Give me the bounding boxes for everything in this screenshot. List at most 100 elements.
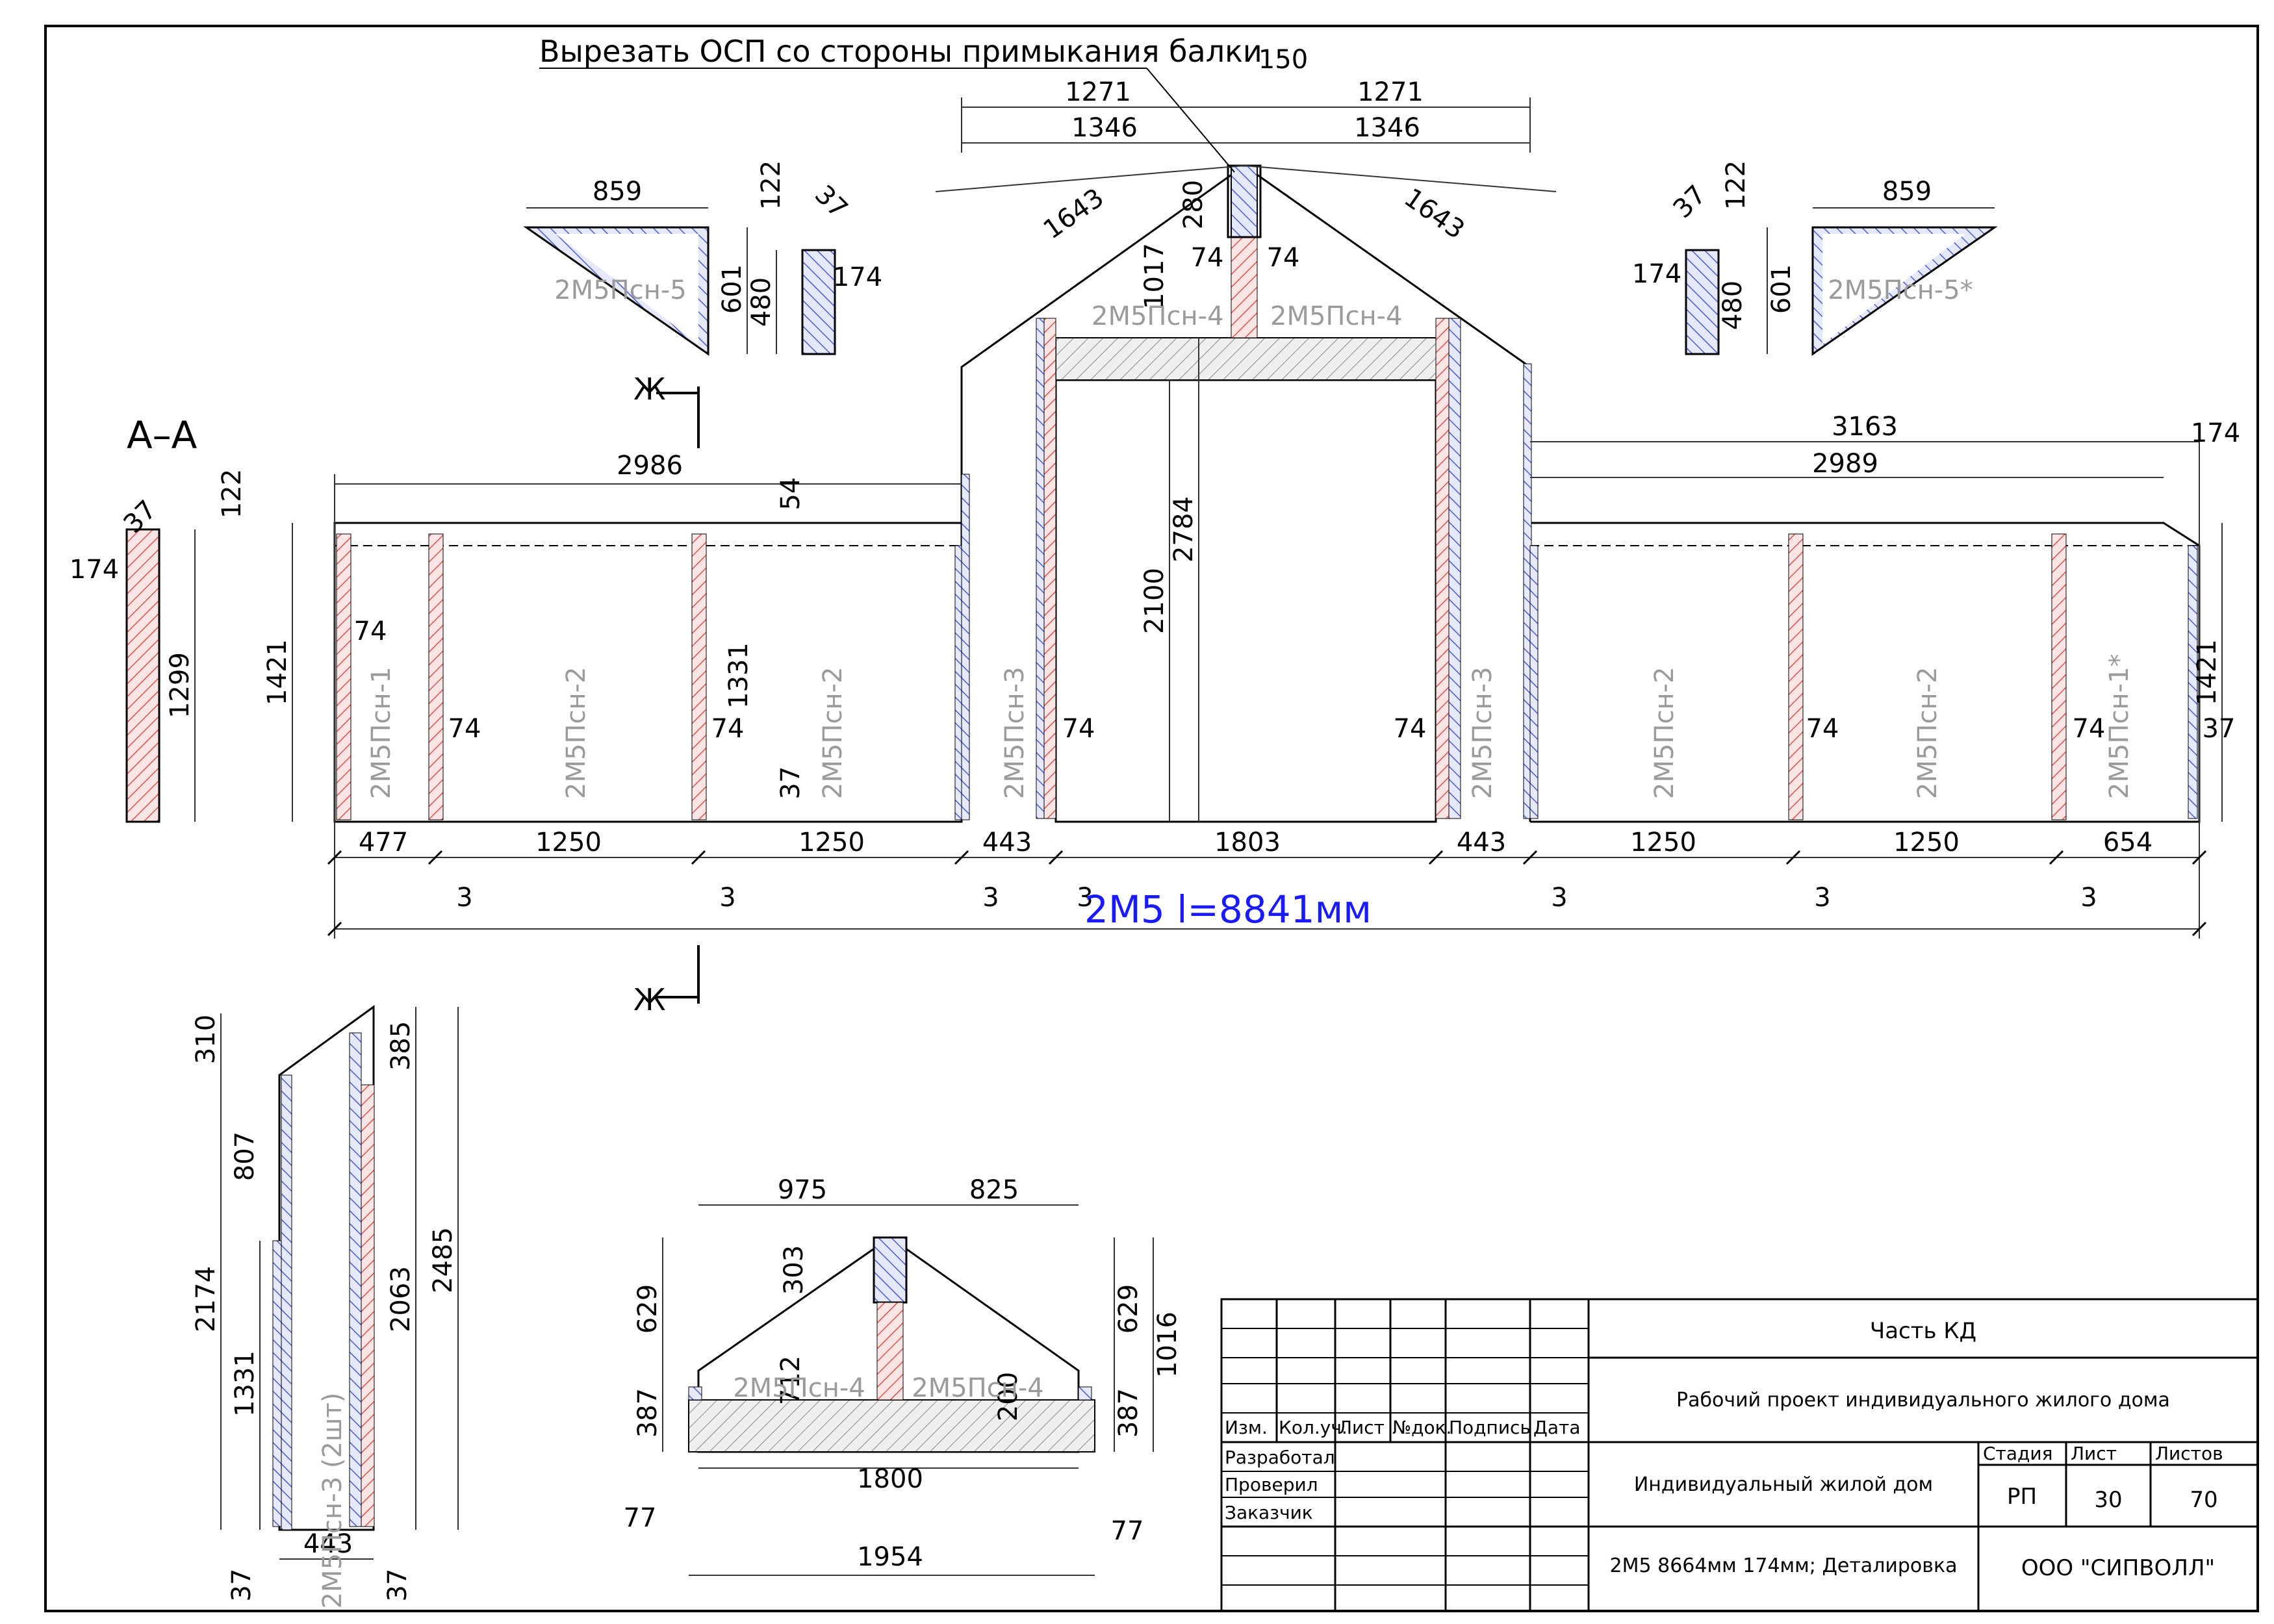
dim-text: 74 — [354, 616, 387, 646]
dim-text: 1331 — [724, 642, 754, 709]
dim-text: 2784 — [1169, 496, 1199, 563]
dim-text: 122 — [217, 469, 247, 518]
dim-text: 859 — [593, 177, 642, 207]
panel-label: 2М5Псн-4 — [1270, 301, 1403, 331]
panel-label: 2М5Псн-1* — [2104, 653, 2134, 799]
section-marker — [656, 387, 700, 1004]
dim-text: 443 — [1457, 828, 1506, 857]
dim-text: 74 — [1191, 243, 1224, 273]
dim-text: 74 — [2073, 714, 2106, 744]
gap-text: 3 — [1551, 883, 1567, 913]
dim-text: 654 — [2103, 828, 2153, 857]
dim-text: 825 — [969, 1175, 1019, 1205]
tb-project: Рабочий проект индивидуального жилого до… — [1676, 1389, 2170, 1412]
dim-text: 2485 — [428, 1227, 458, 1293]
dimension-lines — [292, 97, 2223, 939]
dim-text: 200 — [993, 1372, 1023, 1421]
panel-label: 2М5Псн-4 — [1092, 301, 1224, 331]
dim-text: 443 — [982, 828, 1032, 857]
dim-text: 2174 — [191, 1266, 221, 1332]
gap-text: 3 — [456, 883, 472, 913]
total-length-label: 2М5 l=8841мм — [1084, 887, 1372, 932]
dim-text: 150 — [1258, 45, 1308, 75]
dim-text: 303 — [779, 1245, 809, 1295]
dim-text: 37 — [227, 1569, 257, 1602]
panel-label: 2М5Псн-4 — [912, 1373, 1044, 1403]
tb-row-label: Заказчик — [1225, 1502, 1313, 1523]
dim-text: 37 — [1668, 180, 1713, 225]
dim-text: 480 — [1718, 281, 1748, 330]
panel-label: 2М5Псн-2 — [1913, 666, 1943, 799]
dim-text: 1016 — [1153, 1312, 1182, 1378]
tb-object: Индивидуальный жилой дом — [1634, 1473, 1933, 1496]
dim-text: 74 — [1806, 714, 1839, 744]
dim-text: 77 — [1111, 1516, 1144, 1546]
dim-text: 480 — [747, 277, 776, 327]
dim-text: 1346 — [1354, 113, 1420, 143]
ridge-post-top — [1231, 165, 1258, 238]
dim-text: 629 — [633, 1284, 663, 1334]
tb-header: Лист — [1338, 1417, 1385, 1438]
tb-sheet: 30 — [2094, 1487, 2122, 1513]
gap-text: 3 — [1814, 883, 1830, 913]
section-marker-text: Ж — [633, 982, 666, 1017]
dimension-texts: 477 1250 1250 443 1803 443 1250 1250 654… — [262, 45, 2240, 913]
tb-part: Часть КД — [1870, 1318, 1976, 1344]
tb-header: Кол.уч. — [1279, 1417, 1348, 1438]
dim-text: 629 — [1114, 1284, 1143, 1334]
dim-text: 601 — [717, 264, 747, 314]
dim-text: 1250 — [798, 828, 865, 857]
dim-text: 174 — [1632, 259, 1681, 289]
dim-text: 1271 — [1357, 77, 1424, 107]
dim-text: 122 — [756, 160, 786, 210]
title-block — [1220, 1298, 2259, 1612]
tb-header: Подпись — [1449, 1417, 1531, 1438]
ridge-post — [1231, 236, 1258, 338]
dim-text: 37 — [2203, 714, 2236, 744]
dim-text: 807 — [230, 1132, 260, 1181]
dim-text: 280 — [1179, 180, 1208, 229]
panel-labels: 2М5Псн-1 2М5Псн-2 2М5Псн-2 2М5Псн-3 2М5П… — [366, 301, 2134, 799]
cut-note: Вырезать ОСП со стороны примыкания балки — [539, 34, 1262, 69]
dim-text: 1421 — [2192, 639, 2222, 705]
dim-text: 2100 — [1140, 568, 1169, 634]
dim-text: 174 — [833, 262, 882, 292]
dim-text: 74 — [1394, 714, 1427, 744]
dim-text: 1271 — [1065, 77, 1131, 107]
left-triangle-detail — [523, 207, 836, 356]
dim-text: 601 — [1767, 264, 1796, 314]
dim-text: 477 — [359, 828, 408, 857]
gap-text: 3 — [1077, 883, 1093, 913]
side-piece-detail — [220, 1005, 459, 1560]
section-aa-detail — [125, 528, 196, 823]
dim-text: 1250 — [1893, 828, 1960, 857]
section-marker-text: Ж — [633, 372, 666, 407]
dim-text: 74 — [448, 714, 481, 744]
side-piece-texts: 310 807 2174 1331 385 2063 2485 443 37 3… — [191, 1015, 458, 1609]
dim-text: 1803 — [1214, 828, 1281, 857]
tb-row-label: Проверил — [1225, 1474, 1318, 1495]
dim-text: 387 — [633, 1388, 663, 1438]
dim-text: 174 — [2191, 418, 2240, 448]
dim-text: 37 — [776, 767, 806, 800]
dim-text: 443 — [303, 1529, 353, 1559]
dim-text: 1331 — [230, 1351, 260, 1417]
dim-text: 1299 — [165, 652, 195, 718]
section-title: А–А — [127, 413, 198, 457]
dim-text: 174 — [70, 555, 119, 585]
sheet-frame — [44, 25, 2259, 1612]
dim-text: 2989 — [1812, 449, 1878, 479]
dim-text: 122 — [1721, 160, 1751, 210]
gable-detail — [662, 1204, 1154, 1576]
tb-stage: РП — [2007, 1484, 2037, 1510]
dim-text: 74 — [1267, 243, 1300, 273]
panel-label: 2М5Псн-2 — [1650, 666, 1680, 799]
panel-label: 2М5Псн-4 — [733, 1373, 865, 1403]
left-triangle-texts: 859 2М5Псн-5 601 480 122 37 174 — [554, 160, 882, 327]
dim-text: 74 — [711, 714, 745, 744]
tb-stage-label: Стадия — [1983, 1443, 2052, 1464]
dim-text: 74 — [1062, 714, 1095, 744]
tb-company: ООО "СИПВОЛЛ" — [2021, 1555, 2215, 1581]
gap-text: 3 — [719, 883, 735, 913]
